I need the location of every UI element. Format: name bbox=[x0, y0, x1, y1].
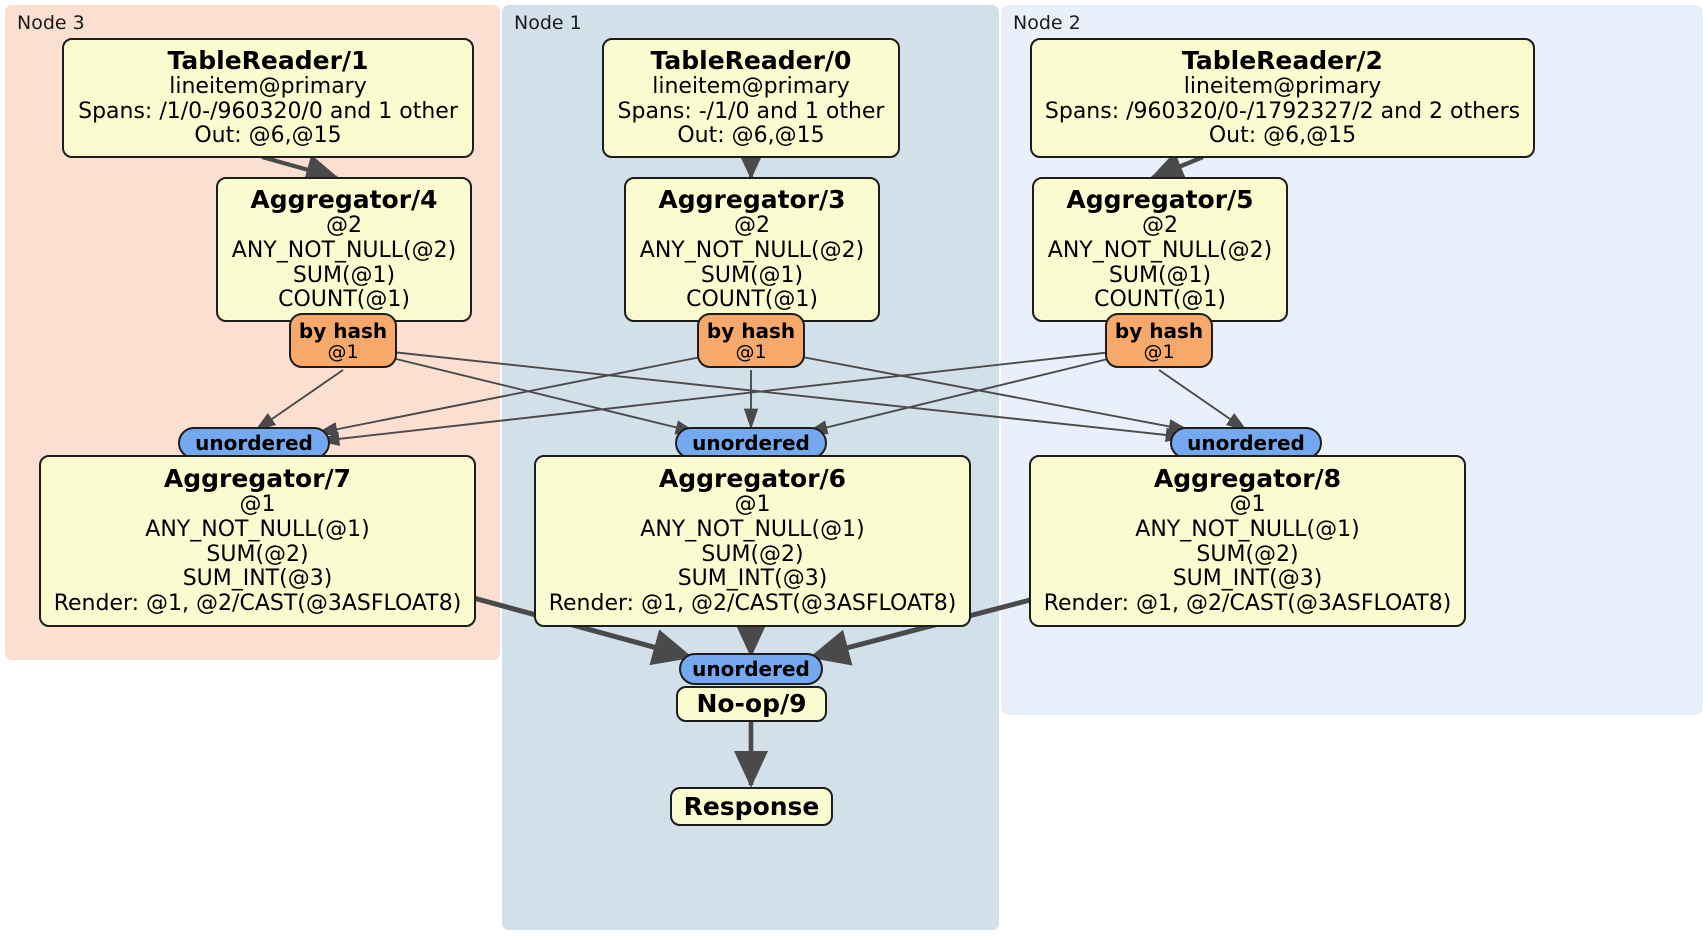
unordered-sync-label: unordered bbox=[692, 431, 810, 455]
processor-detail-line: Out: @6,@15 bbox=[194, 123, 342, 149]
panel-label-node-3: Node 3 bbox=[17, 12, 85, 34]
processor-title: TableReader/0 bbox=[650, 45, 852, 75]
processor-aggregator-4[interactable]: Aggregator/4 @2 ANY_NOT_NULL(@2) SUM(@1)… bbox=[216, 177, 472, 322]
processor-detail-line: SUM_INT(@3) bbox=[182, 566, 333, 592]
hash-router-label: by hash bbox=[1114, 319, 1204, 344]
processor-detail-line: @2 bbox=[326, 212, 362, 238]
processor-title: No-op/9 bbox=[696, 689, 807, 718]
hash-router-column: @1 bbox=[1143, 341, 1175, 364]
processor-detail-line: @2 bbox=[1142, 212, 1178, 238]
processor-render-line: Render: @1, @2/CAST(@3ASFLOAT8) bbox=[548, 591, 957, 617]
processor-title: Aggregator/8 bbox=[1153, 463, 1342, 493]
unordered-sync-label: unordered bbox=[692, 657, 810, 681]
processor-table-reader-2[interactable]: TableReader/2 lineitem@primary Spans: /9… bbox=[1030, 38, 1535, 158]
unordered-sync-label: unordered bbox=[1187, 431, 1305, 455]
processor-detail-line: @1 bbox=[239, 491, 276, 517]
processor-detail-line: SUM_INT(@3) bbox=[677, 566, 828, 592]
processor-detail-line: SUM(@1) bbox=[1108, 262, 1212, 288]
processor-detail-line: ANY_NOT_NULL(@1) bbox=[145, 516, 370, 542]
processor-detail-line: SUM(@2) bbox=[1196, 541, 1299, 567]
hash-router-column: @1 bbox=[735, 341, 767, 364]
processor-detail-line: Spans: /1/0-/960320/0 and 1 other bbox=[78, 98, 458, 124]
processor-response[interactable]: Response bbox=[670, 787, 833, 826]
hash-router-node-1[interactable]: by hash @1 bbox=[697, 313, 805, 368]
processor-detail-line: SUM(@2) bbox=[206, 541, 309, 567]
processor-detail-line: ANY_NOT_NULL(@2) bbox=[1047, 237, 1273, 263]
processor-detail-line: SUM(@1) bbox=[700, 262, 804, 288]
processor-title: Aggregator/4 bbox=[250, 184, 438, 214]
processor-title: Response bbox=[683, 791, 820, 821]
panel-label-node-1: Node 1 bbox=[514, 12, 582, 34]
processor-detail-line: ANY_NOT_NULL(@1) bbox=[640, 516, 865, 542]
processor-title: Aggregator/7 bbox=[163, 463, 352, 493]
hash-router-label: by hash bbox=[298, 319, 388, 344]
hash-router-label: by hash bbox=[706, 319, 796, 344]
processor-detail-line: @1 bbox=[734, 491, 771, 517]
processor-table-reader-0[interactable]: TableReader/0 lineitem@primary Spans: -/… bbox=[602, 38, 900, 158]
processor-detail-line: SUM(@2) bbox=[701, 541, 804, 567]
processor-detail-line: COUNT(@1) bbox=[1094, 287, 1226, 313]
processor-detail-line: Out: @6,@15 bbox=[1208, 123, 1357, 149]
hash-router-node-2[interactable]: by hash @1 bbox=[1105, 313, 1213, 368]
processor-render-line: Render: @1, @2/CAST(@3ASFLOAT8) bbox=[1043, 591, 1452, 617]
processor-detail-line: SUM(@1) bbox=[292, 262, 396, 288]
processor-detail-line: Spans: /960320/0-/1792327/2 and 2 others bbox=[1044, 98, 1521, 124]
processor-title: Aggregator/6 bbox=[658, 463, 847, 493]
processor-title: TableReader/2 bbox=[1182, 45, 1383, 75]
processor-aggregator-5[interactable]: Aggregator/5 @2 ANY_NOT_NULL(@2) SUM(@1)… bbox=[1032, 177, 1288, 322]
panel-label-node-2: Node 2 bbox=[1013, 12, 1081, 34]
processor-aggregator-6[interactable]: Aggregator/6 @1 ANY_NOT_NULL(@1) SUM(@2)… bbox=[534, 455, 971, 627]
processor-detail-line: lineitem@primary bbox=[652, 73, 850, 99]
processor-detail-line: lineitem@primary bbox=[1183, 73, 1382, 99]
processor-aggregator-8[interactable]: Aggregator/8 @1 ANY_NOT_NULL(@1) SUM(@2)… bbox=[1029, 455, 1466, 627]
processor-aggregator-7[interactable]: Aggregator/7 @1 ANY_NOT_NULL(@1) SUM(@2)… bbox=[39, 455, 476, 627]
processor-detail-line: Spans: -/1/0 and 1 other bbox=[617, 98, 885, 124]
processor-title: Aggregator/3 bbox=[658, 184, 846, 214]
unordered-sync-final[interactable]: unordered bbox=[679, 653, 823, 685]
processor-detail-line: COUNT(@1) bbox=[686, 287, 818, 313]
hash-router-column: @1 bbox=[327, 341, 359, 364]
processor-render-line: Render: @1, @2/CAST(@3ASFLOAT8) bbox=[53, 591, 462, 617]
processor-aggregator-3[interactable]: Aggregator/3 @2 ANY_NOT_NULL(@2) SUM(@1)… bbox=[624, 177, 880, 322]
processor-noop-9[interactable]: No-op/9 bbox=[676, 686, 827, 722]
unordered-sync-label: unordered bbox=[195, 431, 313, 455]
processor-detail-line: @2 bbox=[734, 212, 770, 238]
processor-detail-line: ANY_NOT_NULL(@2) bbox=[639, 237, 865, 263]
processor-detail-line: ANY_NOT_NULL(@1) bbox=[1135, 516, 1360, 542]
processor-detail-line: ANY_NOT_NULL(@2) bbox=[231, 237, 457, 263]
hash-router-node-3[interactable]: by hash @1 bbox=[289, 313, 397, 368]
processor-detail-line: Out: @6,@15 bbox=[677, 123, 825, 149]
processor-detail-line: COUNT(@1) bbox=[278, 287, 410, 313]
processor-detail-line: lineitem@primary bbox=[169, 73, 367, 99]
processor-title: Aggregator/5 bbox=[1066, 184, 1254, 214]
processor-detail-line: @1 bbox=[1229, 491, 1266, 517]
processor-title: TableReader/1 bbox=[167, 45, 369, 75]
processor-detail-line: SUM_INT(@3) bbox=[1172, 566, 1323, 592]
processor-table-reader-1[interactable]: TableReader/1 lineitem@primary Spans: /1… bbox=[62, 38, 474, 158]
